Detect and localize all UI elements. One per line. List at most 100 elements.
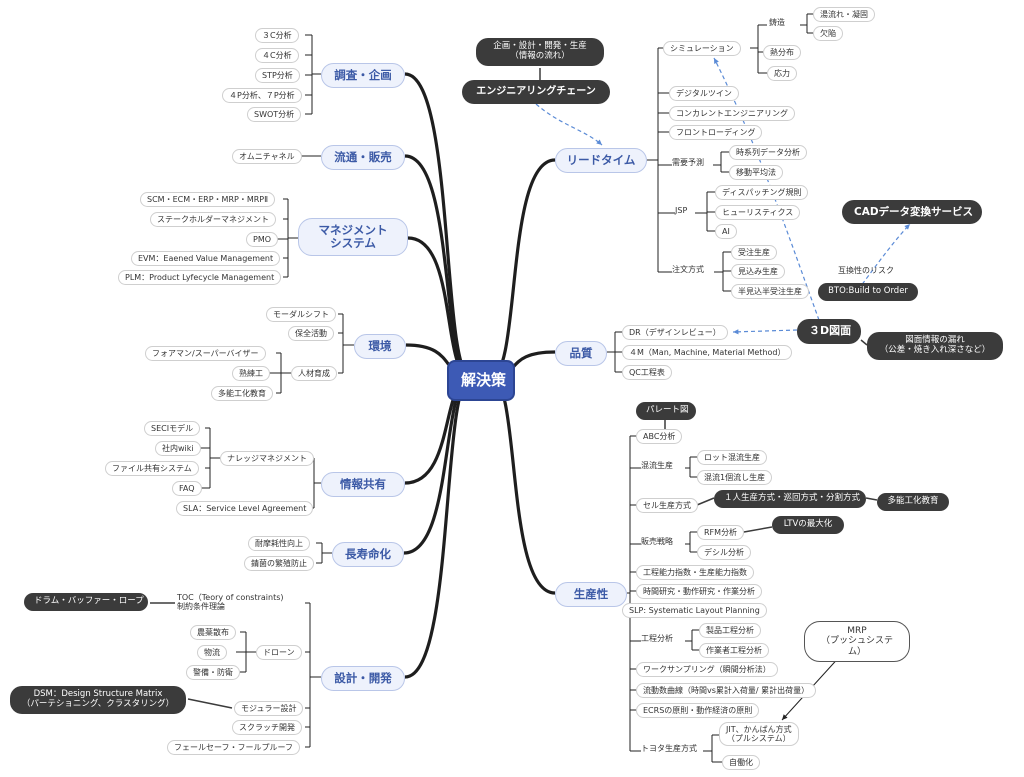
leaf-skilled[interactable]: 熟練工	[232, 366, 270, 382]
leaf-timeseries[interactable]: 時系列データ分析	[729, 145, 807, 161]
leaf-frontloading[interactable]: フロントローディング	[669, 125, 763, 141]
leaf-casting[interactable]: 鋳造	[769, 18, 785, 27]
leaf-worker-process[interactable]: 作業者工程分析	[699, 643, 769, 659]
leaf-product-process[interactable]: 製品工程分析	[699, 623, 761, 639]
leaf-one-piece[interactable]: 混流1個流し生産	[697, 470, 773, 486]
leaf-3c[interactable]: ３C分析	[255, 28, 299, 44]
leaf-process-analysis[interactable]: 工程分析	[641, 634, 673, 643]
callout-one-person[interactable]: １人生産方式・巡回方式・分割方式	[714, 490, 866, 508]
leaf-pesticide[interactable]: 農薬散布	[190, 625, 236, 641]
branch-productivity[interactable]: 生産性	[555, 582, 627, 608]
leaf-security[interactable]: 警備・防衛	[186, 665, 240, 681]
callout-drum-buffer[interactable]: ドラム・バッファー・ロープ	[24, 593, 148, 611]
leaf-work-sampling[interactable]: ワークサンプリング（瞬間分析法）	[636, 662, 778, 678]
leaf-dr[interactable]: DR（デザインレビュー）	[622, 325, 728, 341]
leaf-pmo[interactable]: PMO	[246, 232, 279, 248]
leaf-flow-curve[interactable]: 流動数曲線（時間vs累計入荷量/ 累計出荷量）	[636, 683, 817, 699]
leaf-4c[interactable]: ４C分析	[255, 48, 299, 64]
leaf-toyota[interactable]: トヨタ生産方式	[641, 744, 697, 753]
leaf-rfm[interactable]: RFM分析	[697, 525, 745, 541]
leaf-stp[interactable]: STP分析	[255, 68, 300, 84]
leaf-modal[interactable]: モーダルシフト	[266, 307, 336, 323]
leaf-ai[interactable]: AI	[715, 224, 737, 240]
leaf-mto[interactable]: 受注生産	[731, 245, 777, 261]
callout-ltv[interactable]: LTVの最大化	[772, 516, 844, 534]
leaf-plm[interactable]: PLM：Product Lyfecycle Management	[118, 270, 282, 286]
callout-dsm[interactable]: DSM：Design Structure Matrix （パーテショニング、クラ…	[10, 686, 186, 714]
leaf-failsafe[interactable]: フェールセーフ・フールプルーフ	[167, 740, 301, 756]
leaf-jsp[interactable]: JSP	[675, 206, 688, 215]
leaf-defect[interactable]: 欠陥	[813, 26, 843, 42]
leaf-wear[interactable]: 耐摩耗性向上	[248, 536, 310, 552]
leaf-4m[interactable]: ４M（Man, Machine, Material Method）	[622, 345, 793, 361]
branch-longevity[interactable]: 長寿命化	[332, 542, 404, 568]
note-engineering-flow[interactable]: 企画・設計・開発・生産 （情報の流れ）	[476, 38, 604, 66]
leaf-capability[interactable]: 工程能力指数・生産能力指数	[636, 565, 754, 581]
leaf-drone[interactable]: ドローン	[256, 645, 302, 661]
callout-pareto[interactable]: パレート図	[636, 402, 696, 420]
leaf-cell[interactable]: セル生産方式	[636, 498, 698, 514]
branch-management[interactable]: マネジメント システム	[298, 218, 408, 257]
leaf-digital-twin[interactable]: デジタルツイン	[669, 86, 739, 102]
leaf-ecrs[interactable]: ECRSの原則・動作経済の原則	[636, 703, 760, 719]
leaf-flow[interactable]: 湯流れ・凝固	[813, 7, 875, 23]
callout-multiskill-right[interactable]: 多能工化教育	[877, 493, 949, 511]
leaf-slp[interactable]: SLP: Systematic Layout Planning	[622, 603, 767, 619]
leaf-order-method[interactable]: 注文方式	[672, 265, 704, 274]
leaf-concurrent[interactable]: コンカレントエンジニアリング	[669, 106, 795, 122]
leaf-semi[interactable]: 半見込半受注生産	[731, 284, 809, 300]
callout-bto[interactable]: BTO:Build to Order	[818, 283, 918, 301]
branch-quality[interactable]: 品質	[555, 341, 607, 367]
leaf-dispatch[interactable]: ディスパッチング規則	[715, 185, 809, 201]
callout-cad-service[interactable]: CADデータ変換サービス	[842, 200, 982, 225]
leaf-swot[interactable]: SWOT分析	[247, 107, 302, 123]
branch-info-sharing[interactable]: 情報共有	[321, 472, 405, 498]
leaf-toc[interactable]: TOC（Teory of constraints) 制約条件理論	[177, 593, 284, 612]
leaf-modular[interactable]: モジュラー設計	[234, 701, 304, 717]
leaf-jidoka[interactable]: 自働化	[722, 755, 760, 771]
leaf-4p7p[interactable]: ４P分析、７P分析	[222, 88, 302, 104]
leaf-moving-avg[interactable]: 移動平均法	[729, 165, 783, 181]
leaf-demand[interactable]: 需要予測	[672, 158, 704, 167]
leaf-mixed[interactable]: 混流生産	[641, 461, 673, 470]
leaf-mts[interactable]: 見込み生産	[731, 264, 785, 280]
leaf-decile[interactable]: デシル分析	[697, 545, 751, 561]
leaf-stress[interactable]: 応力	[767, 66, 797, 82]
leaf-sla[interactable]: SLA：Service Level Agreement	[176, 501, 314, 517]
leaf-maintenance[interactable]: 保全活動	[288, 326, 334, 342]
leaf-hr[interactable]: 人材育成	[291, 366, 337, 382]
leaf-heat[interactable]: 熱分布	[763, 45, 801, 61]
leaf-time-study[interactable]: 時間研究・動作研究・作業分析	[636, 584, 762, 600]
leaf-foreman[interactable]: フォアマン/スーパーバイザー	[145, 346, 266, 362]
branch-leadtime[interactable]: リードタイム	[555, 148, 647, 174]
callout-3d-drawing[interactable]: ３D図面	[797, 319, 861, 344]
branch-research[interactable]: 調査・企画	[321, 63, 405, 89]
leaf-fileshare[interactable]: ファイル共有システム	[105, 461, 199, 477]
leaf-seci[interactable]: SECIモデル	[144, 421, 201, 437]
leaf-faq[interactable]: FAQ	[172, 481, 202, 497]
callout-engineering-chain[interactable]: エンジニアリングチェーン	[462, 80, 610, 104]
leaf-lot-mixed[interactable]: ロット混流生産	[697, 450, 767, 466]
leaf-wiki[interactable]: 社内wiki	[155, 441, 201, 457]
callout-drawing-leak[interactable]: 図面情報の漏れ （公差・焼き入れ深さなど）	[867, 332, 1003, 360]
leaf-qc[interactable]: QC工程表	[622, 365, 672, 381]
leaf-knowledge[interactable]: ナレッジマネジメント	[220, 451, 314, 467]
leaf-logistics[interactable]: 物流	[197, 645, 227, 661]
leaf-jit[interactable]: JIT、かんばん方式 （プルシステム）	[719, 722, 799, 747]
leaf-scratch[interactable]: スクラッチ開発	[232, 720, 302, 736]
branch-environment[interactable]: 環境	[354, 334, 406, 360]
node-mrp[interactable]: MRP （プッシュシステム）	[804, 621, 910, 663]
leaf-stakeholder[interactable]: ステークホルダーマネジメント	[150, 212, 276, 228]
leaf-abc[interactable]: ABC分析	[636, 429, 683, 445]
leaf-multiskill-left[interactable]: 多能工化教育	[211, 386, 273, 402]
branch-distribution[interactable]: 流通・販売	[321, 145, 405, 171]
leaf-simulation[interactable]: シミュレーション	[663, 41, 741, 57]
leaf-evm[interactable]: EVM：Eaened Value Management	[131, 251, 281, 267]
leaf-heuristics[interactable]: ヒューリスティクス	[715, 205, 801, 221]
leaf-omni[interactable]: オムニチャネル	[232, 149, 302, 165]
leaf-bacteria[interactable]: 錆菌の繁殖防止	[244, 556, 314, 572]
leaf-sales-strategy[interactable]: 販売戦略	[641, 537, 673, 546]
root-node[interactable]: 解決策	[447, 360, 515, 402]
leaf-scm[interactable]: SCM・ECM・ERP・MRP・MRPⅡ	[140, 192, 276, 208]
branch-design[interactable]: 設計・開発	[321, 666, 405, 692]
